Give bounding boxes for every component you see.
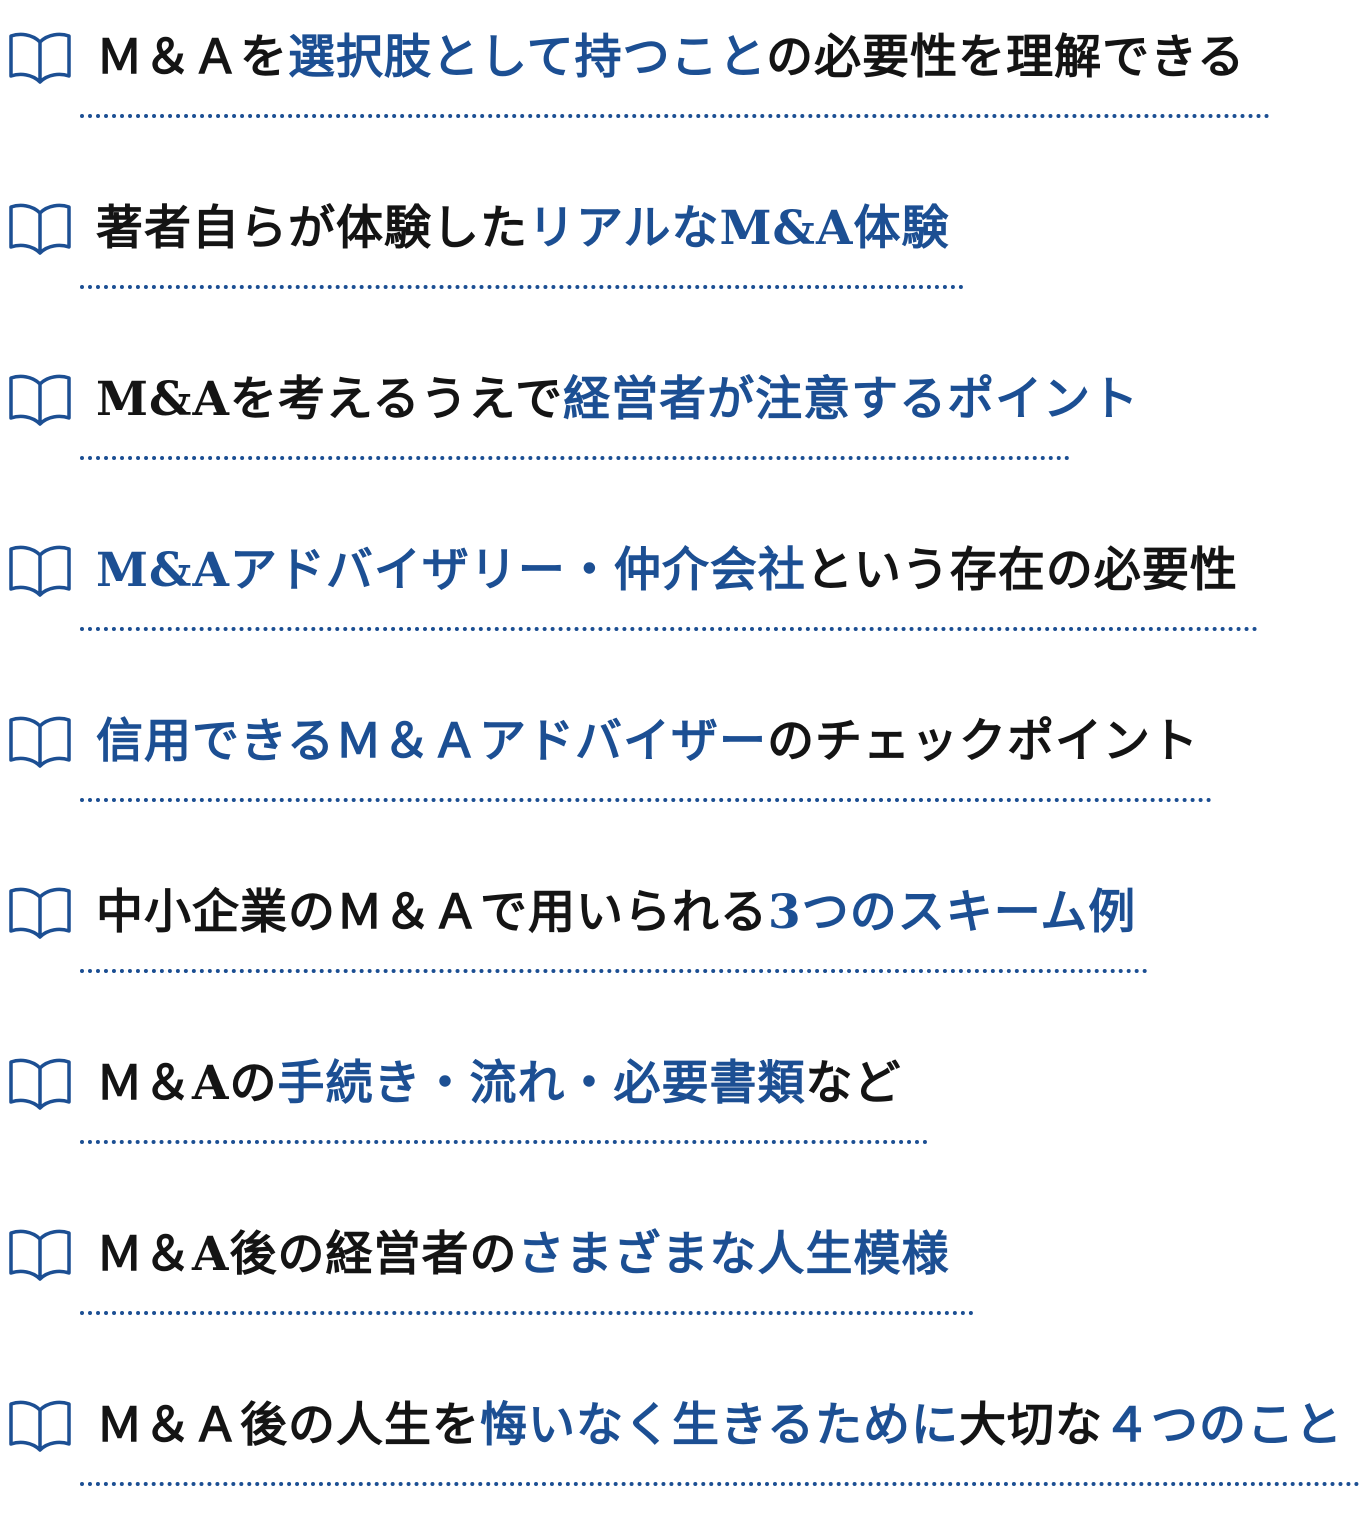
dotted-underline	[80, 114, 1270, 118]
list-item: 中小企業のＭ＆Ａで用いられる3つのスキーム例	[0, 885, 1368, 1005]
dotted-underline	[80, 1140, 928, 1144]
highlight-segment: 3つのスキーム例	[768, 885, 1137, 940]
text-segment: 著者自らが体験した	[96, 201, 528, 256]
item-text: Ｍ＆Ａを選択肢として持つことの必要性を理解できる	[96, 28, 1245, 88]
highlight-segment: 信用できるＭ＆Ａアドバイザー	[96, 714, 768, 769]
item-text: 著者自らが体験したリアルなM&A体験	[96, 199, 949, 259]
highlight-segment: 経営者が注意するポイント	[563, 372, 1140, 427]
list-item: Ｍ＆Ａを選択肢として持つことの必要性を理解できる	[0, 30, 1368, 150]
highlight-segment: M&Aアドバイザリー・仲介会社	[96, 543, 806, 598]
list-item: Ｍ＆Aの手続き・流れ・必要書類など	[0, 1056, 1368, 1176]
item-text: 信用できるＭ＆Ａアドバイザーのチェックポイント	[96, 712, 1199, 772]
text-segment: 中小企業のＭ＆Ａで用いられる	[96, 885, 768, 940]
text-segment: M&Aを考えるうえで	[96, 372, 564, 427]
text-segment: Ｍ＆A後の経営者の	[96, 1227, 518, 1282]
dotted-underline	[80, 627, 1258, 631]
open-book-icon	[8, 714, 72, 770]
open-book-icon	[8, 372, 72, 428]
dotted-underline	[80, 456, 1070, 460]
list-item: Ｍ＆Ａ後の人生を悔いなく生きるために大切な４つのこと	[0, 1398, 1368, 1518]
open-book-icon	[8, 1398, 72, 1454]
open-book-icon	[8, 1056, 72, 1112]
dotted-underline	[80, 1311, 974, 1315]
highlight-segment: さまざまな人生模様	[517, 1227, 950, 1282]
text-segment: Ｍ＆Aの	[96, 1056, 278, 1111]
item-text: Ｍ＆Aの手続き・流れ・必要書類など	[96, 1054, 901, 1114]
dotted-underline	[80, 969, 1148, 973]
open-book-icon	[8, 201, 72, 257]
list-item: 信用できるＭ＆Ａアドバイザーのチェックポイント	[0, 714, 1368, 834]
text-segment: のチェックポイント	[767, 714, 1200, 769]
list-item: M&Aアドバイザリー・仲介会社という存在の必要性	[0, 543, 1368, 663]
open-book-icon	[8, 543, 72, 599]
list-item: M&Aを考えるうえで経営者が注意するポイント	[0, 372, 1368, 492]
list-item: Ｍ＆A後の経営者のさまざまな人生模様	[0, 1227, 1368, 1347]
open-book-icon	[8, 885, 72, 941]
item-text: Ｍ＆Ａ後の人生を悔いなく生きるために大切な４つのこと	[96, 1396, 1343, 1456]
item-text: Ｍ＆A後の経営者のさまざまな人生模様	[96, 1225, 949, 1285]
highlight-segment: 選択肢として持つこと	[288, 30, 767, 85]
list-item: 著者自らが体験したリアルなM&A体験	[0, 201, 1368, 321]
item-text: M&Aアドバイザリー・仲介会社という存在の必要性	[96, 541, 1238, 601]
text-segment: Ｍ＆Ａ後の人生を	[96, 1398, 480, 1453]
open-book-icon	[8, 1227, 72, 1283]
dotted-underline	[80, 285, 964, 289]
dotted-underline	[80, 1482, 1360, 1486]
highlight-segment: 手続き・流れ・必要書類	[277, 1056, 806, 1111]
open-book-icon	[8, 30, 72, 86]
text-segment: 大切な	[959, 1398, 1104, 1453]
text-segment: Ｍ＆Ａを	[96, 30, 288, 85]
highlight-segment: 悔いなく生きるために	[480, 1398, 960, 1453]
text-segment: の必要性を理解できる	[766, 30, 1246, 85]
dotted-underline	[80, 798, 1212, 802]
highlight-segment: リアルなM&A体験	[528, 201, 950, 256]
item-text: M&Aを考えるうえで経営者が注意するポイント	[96, 370, 1139, 430]
highlight-segment: ４つのこと	[1103, 1398, 1344, 1453]
item-text: 中小企業のＭ＆Ａで用いられる3つのスキーム例	[96, 883, 1136, 943]
text-segment: という存在の必要性	[805, 543, 1238, 598]
text-segment: など	[805, 1056, 902, 1111]
